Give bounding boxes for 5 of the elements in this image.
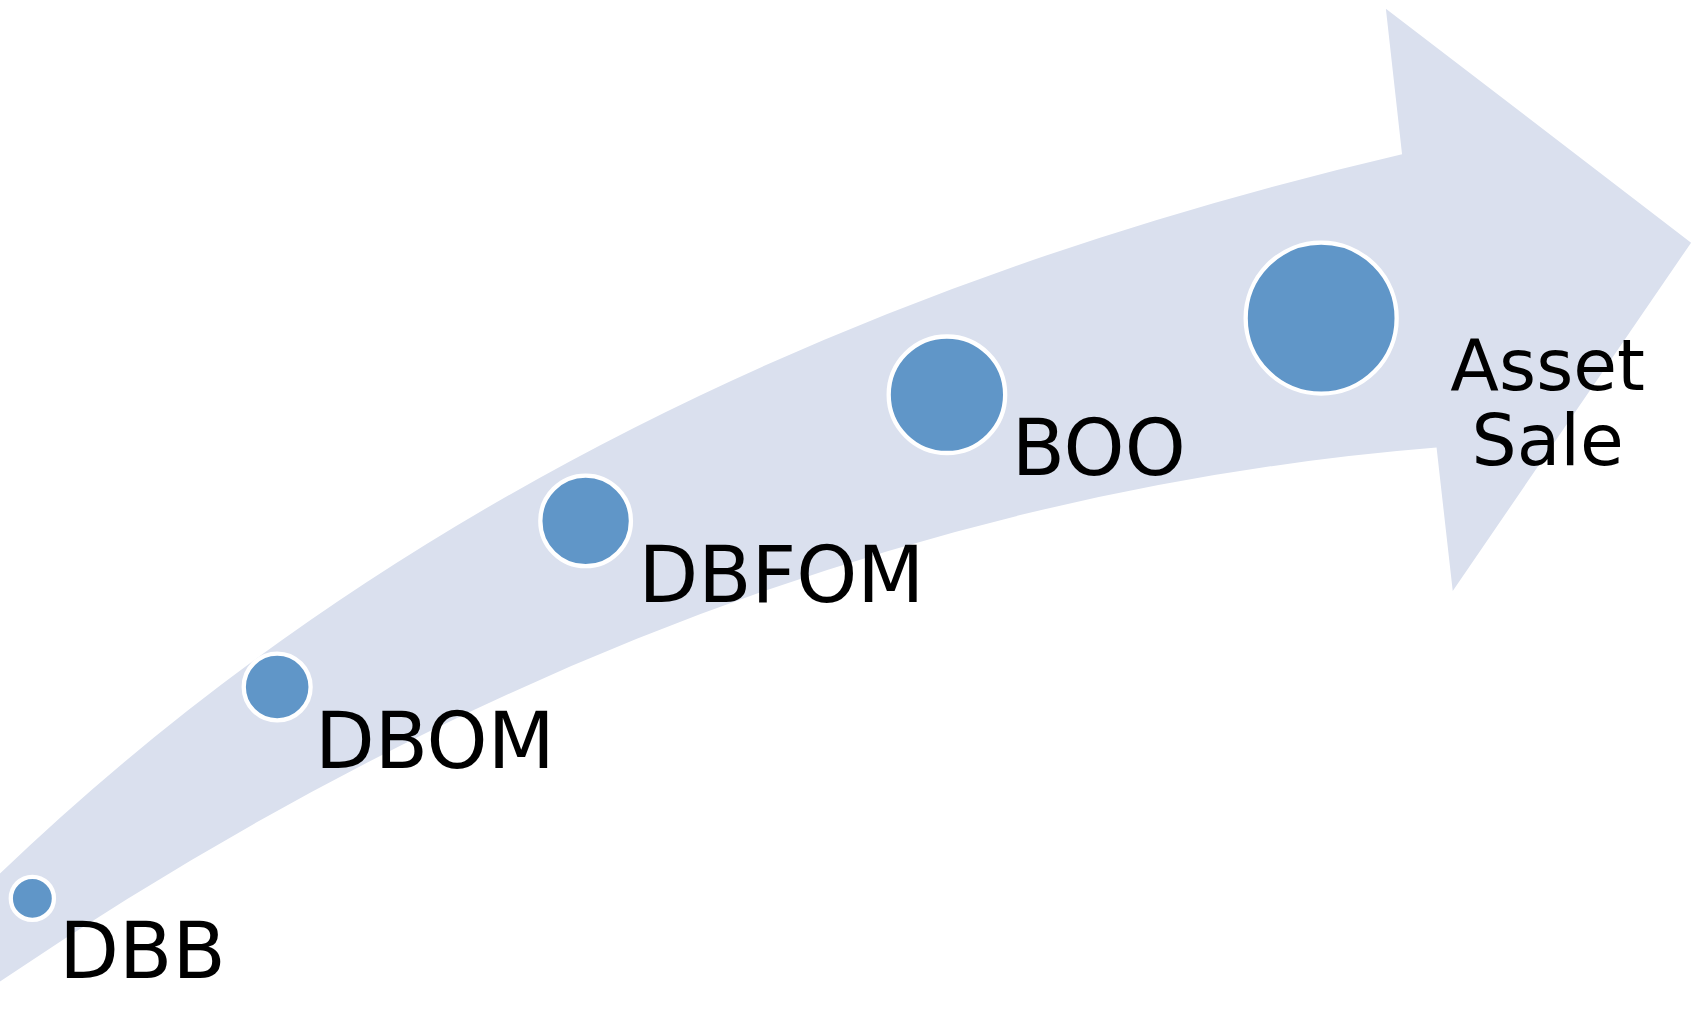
stage-label: DBB: [59, 911, 226, 993]
stage-label: DBFOM: [638, 534, 925, 617]
stage-label: Asset Sale: [1449, 328, 1646, 479]
stage-label: BOO: [1011, 407, 1186, 490]
stage-label: DBOM: [314, 701, 555, 783]
